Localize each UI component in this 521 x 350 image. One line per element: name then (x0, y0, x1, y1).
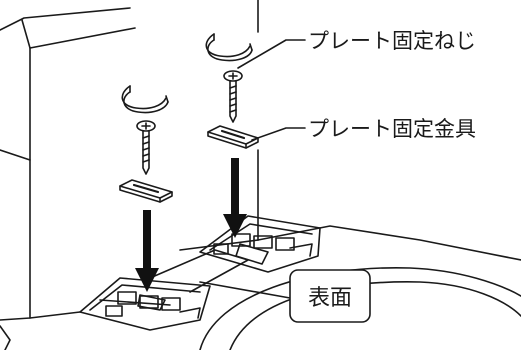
label-surface: 表面 (308, 286, 352, 311)
screw-icon (136, 120, 156, 175)
toilet-bowl (0, 267, 521, 350)
label-bracket: プレート固定金具 (308, 117, 476, 141)
mounting-plate-right (199, 215, 321, 273)
screw-icon (223, 70, 243, 123)
plate-icon (119, 179, 173, 203)
plate-icon (207, 125, 259, 149)
arrow-down-icon (223, 158, 247, 238)
floor-surface (149, 249, 249, 293)
leader-line-surface (199, 281, 291, 299)
c-clip-icon (205, 33, 253, 62)
leader-line-screw (237, 39, 306, 69)
toilet-tank (0, 7, 136, 321)
arrow-down-icon (135, 210, 159, 292)
c-clip-icon (121, 85, 169, 114)
label-screw: プレート固定ねじ (308, 29, 476, 53)
mounting-plate-left (79, 277, 211, 331)
leader-line-bracket (251, 127, 306, 141)
surface-label-box (289, 269, 371, 323)
